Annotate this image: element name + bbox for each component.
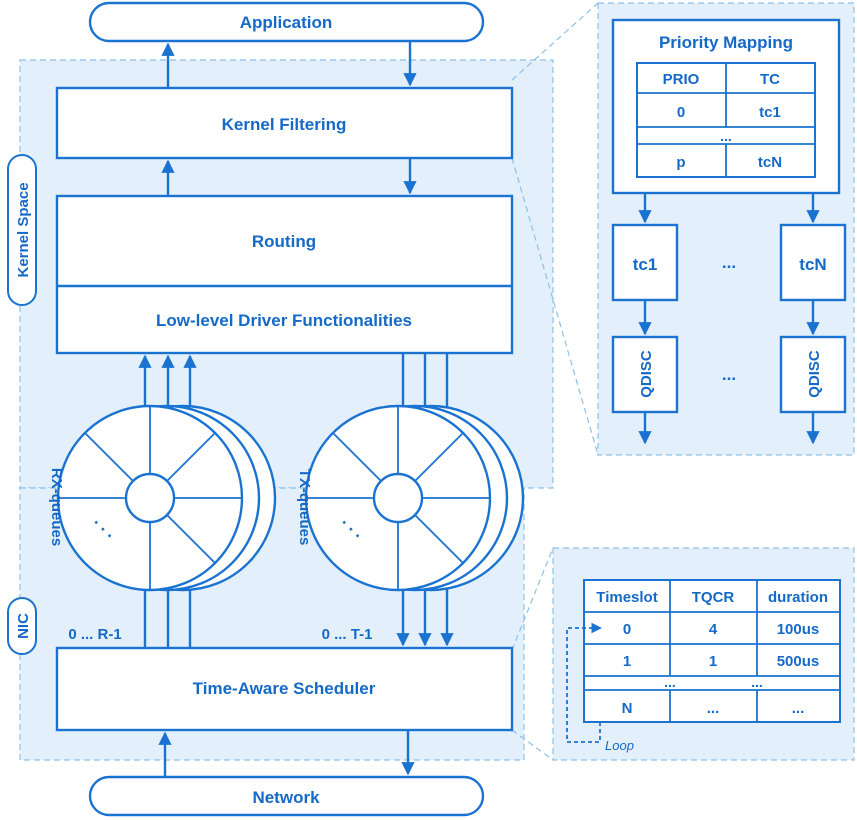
rx-queues-wheel	[56, 404, 277, 592]
tqcr-ellipsis-left: ...	[664, 674, 676, 690]
network-label: Network	[252, 788, 320, 807]
prio-header: PRIO	[663, 71, 700, 88]
nic-pill	[7, 597, 37, 655]
tqcr-row1-duration: 500us	[777, 653, 820, 670]
priority-mapping-title: Priority Mapping	[659, 33, 793, 52]
tqcr-row0-tqcr: 4	[709, 621, 718, 638]
tc1-box	[611, 223, 679, 302]
loop-arrow	[566, 622, 603, 743]
routing-box	[55, 194, 514, 355]
zoom-line-bottom	[511, 157, 599, 456]
tqcr-row0-duration: 100us	[777, 621, 820, 638]
tc-row1: tc1	[759, 104, 781, 121]
tx-queues-wheel	[304, 404, 525, 592]
qdiscn-box	[779, 335, 847, 414]
tqcr-row0-timeslot: 0	[623, 621, 631, 638]
qdisc1-label: QDISC	[638, 350, 655, 398]
tx-queues-label: TX-queues	[296, 469, 313, 546]
tc-header: TC	[760, 71, 780, 88]
qdisc-ellipsis: ...	[722, 365, 736, 384]
tqcr-ellipsis-right: ...	[751, 674, 763, 690]
tqcr-row2-timeslot: N	[622, 700, 633, 717]
tqcr-row2-tqcr: ...	[707, 700, 720, 717]
application-box	[88, 1, 485, 43]
tqcr-table	[583, 579, 841, 723]
time-aware-scheduler-box	[55, 646, 514, 732]
loop-label: Loop	[605, 738, 634, 753]
rx-range-label: 0 ... R-1	[68, 626, 121, 643]
tx-range-label: 0 ... T-1	[322, 626, 373, 643]
priority-table	[636, 62, 816, 178]
application-label: Application	[240, 13, 333, 32]
low-level-label: Low-level Driver Functionalities	[156, 311, 412, 330]
tqcr-header-tqcr: TQCR	[692, 589, 735, 606]
prio-row2: p	[676, 154, 685, 171]
tc-row2: tcN	[758, 154, 782, 171]
priority-ellipsis: ...	[720, 128, 732, 144]
tcn-box	[779, 223, 847, 302]
kernel-space-label: Kernel Space	[15, 182, 32, 277]
rx-queues-label: RX-queues	[48, 468, 65, 546]
network-box	[88, 775, 485, 817]
kernel-filtering-box	[55, 86, 514, 160]
tcn-label: tcN	[799, 255, 826, 274]
qdiscn-label: QDISC	[806, 350, 823, 398]
tqcr-row1-timeslot: 1	[623, 653, 631, 670]
prio-row1: 0	[677, 104, 685, 121]
kernel-space-pill	[7, 154, 37, 306]
tc1-label: tc1	[633, 255, 658, 274]
routing-label: Routing	[252, 232, 316, 251]
tqcr-row1-tqcr: 1	[709, 653, 717, 670]
time-aware-scheduler-label: Time-Aware Scheduler	[193, 679, 376, 698]
tqcr-header-timeslot: Timeslot	[596, 589, 657, 606]
tqcr-row2-duration: ...	[792, 700, 805, 717]
tc-ellipsis: ...	[722, 253, 736, 272]
kernel-filtering-label: Kernel Filtering	[222, 115, 347, 134]
zoom-line-tas-bottom	[511, 729, 554, 761]
tqcr-header-duration: duration	[768, 589, 828, 606]
nic-label: NIC	[15, 613, 32, 639]
zoom-line-tas-top	[511, 547, 554, 651]
